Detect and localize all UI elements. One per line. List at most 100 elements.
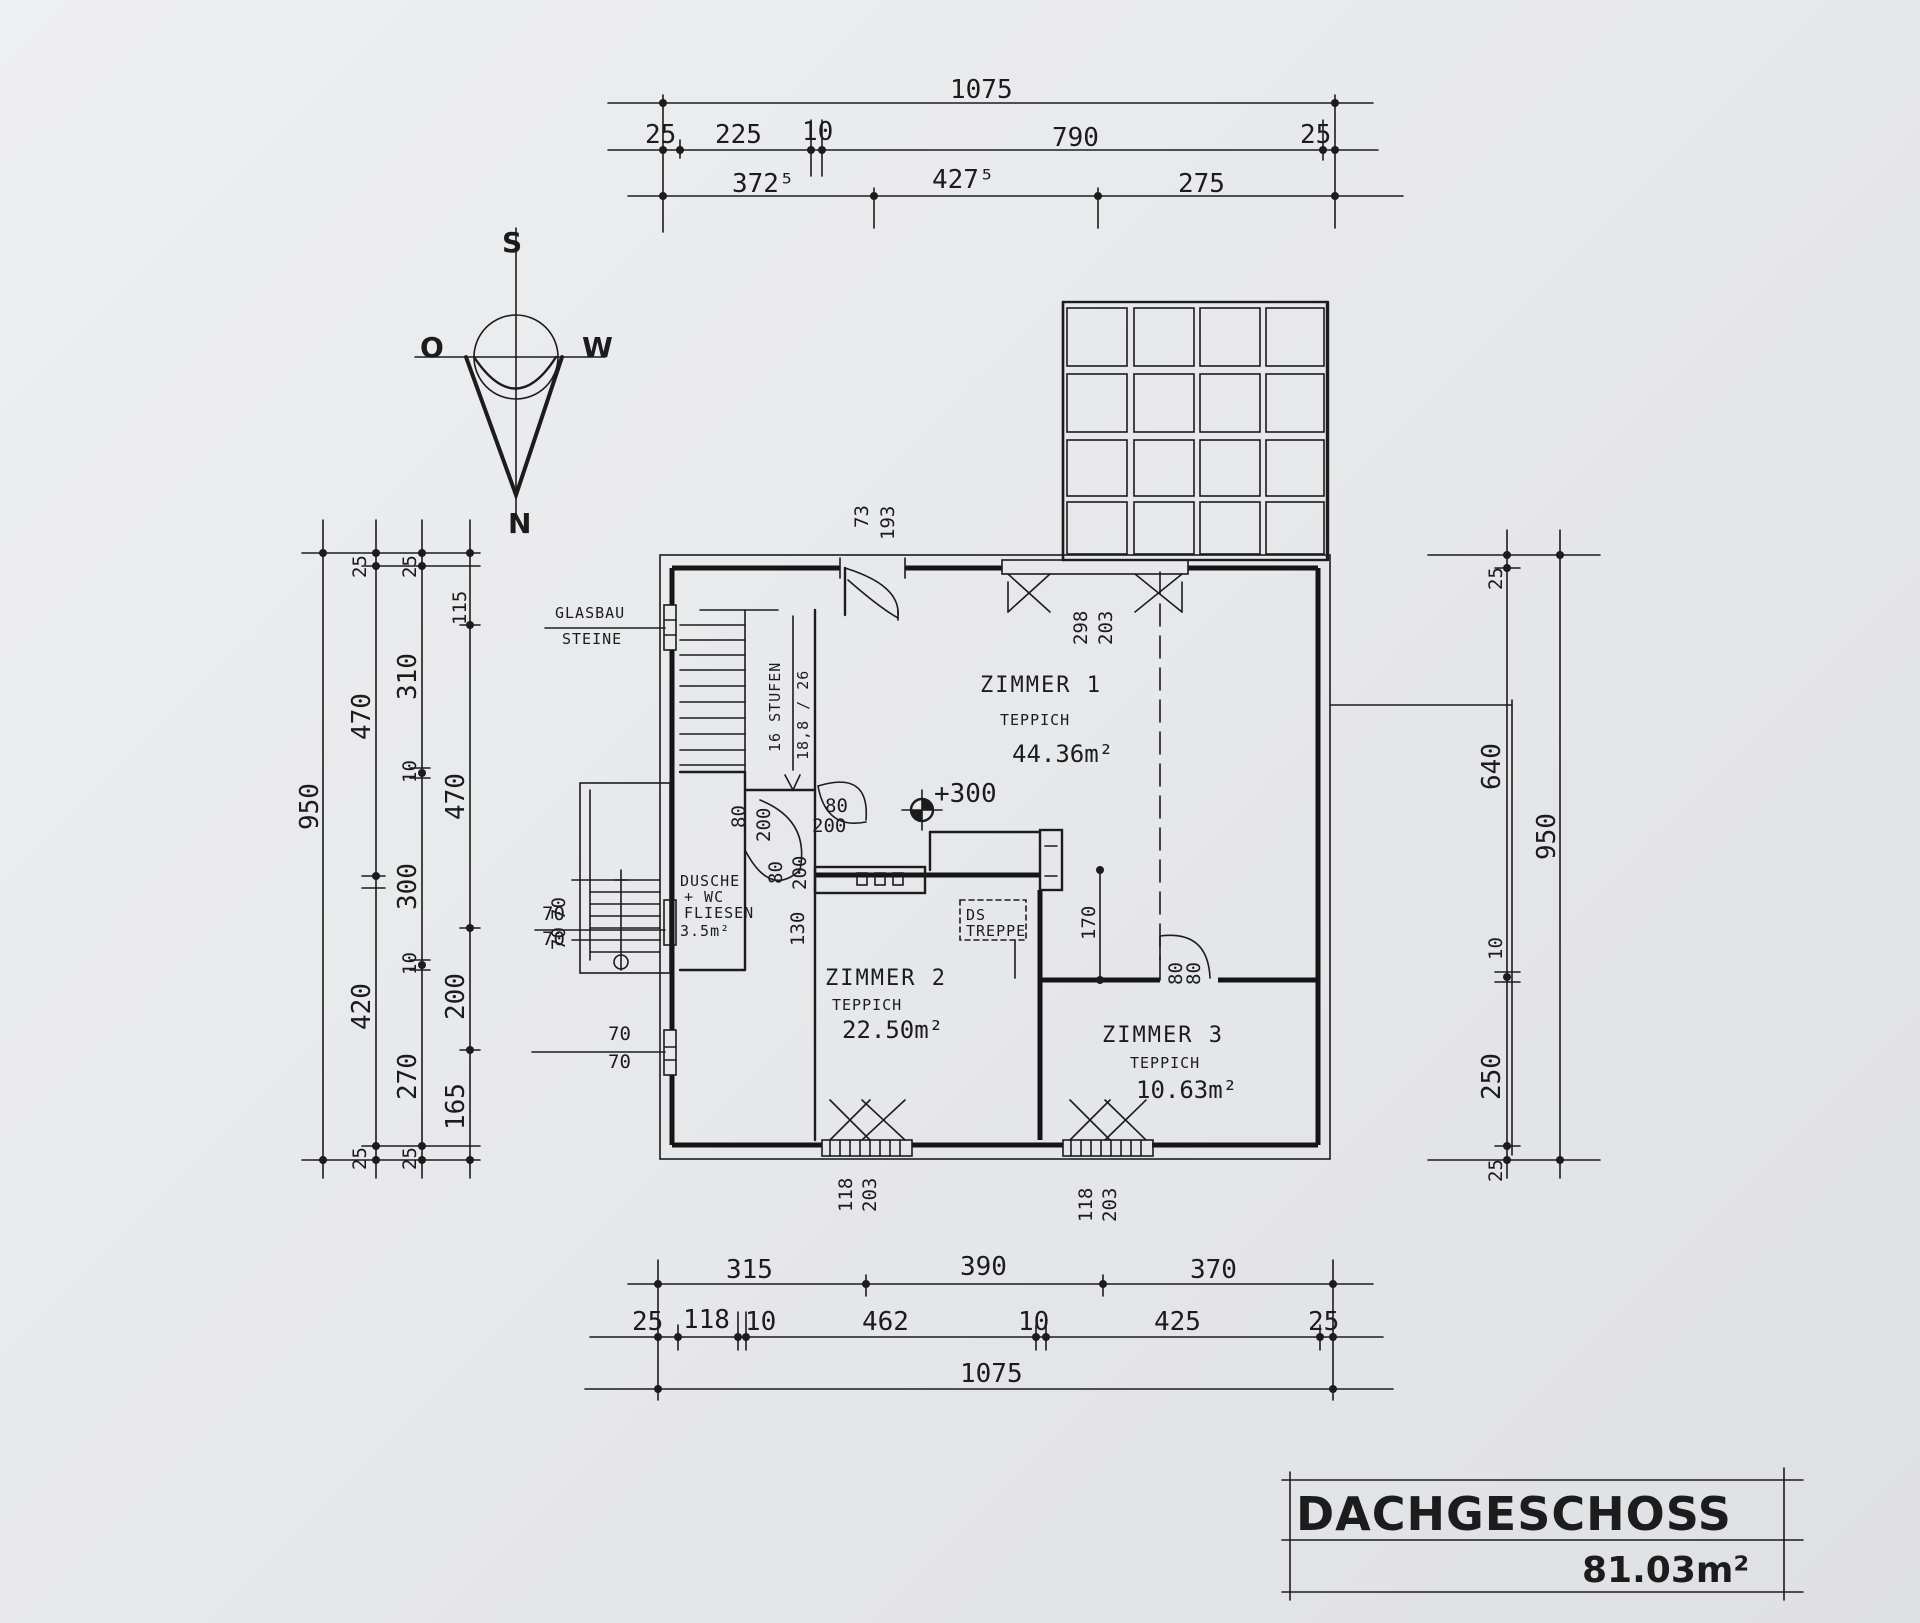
dim-top-f: 372⁵ xyxy=(732,169,795,199)
dim-inner-door1b: 193 xyxy=(877,506,899,540)
dim-inner-dw70d: 70 xyxy=(542,928,565,950)
compass-rose: S O W N xyxy=(414,226,613,540)
dim-bottom-h: 10 xyxy=(1018,1307,1049,1337)
dim-inner-dw70c: 70 xyxy=(542,903,565,925)
dim-bottom-b: 390 xyxy=(960,1252,1007,1282)
dim-left-k: 25 xyxy=(399,1147,421,1170)
inner-dimensions: 298 203 73 193 80 200 80 200 80 200 130 … xyxy=(531,505,1205,1222)
dim-left-q: 70 xyxy=(548,927,570,950)
bottom-dimension-chain: 315 390 370 25 118 10 462 10 425 25 1075 xyxy=(584,1252,1394,1401)
dim-inner-door1a: 73 xyxy=(851,505,873,528)
room-zimmer1-floor: TEPPICH xyxy=(1000,711,1070,729)
dim-inner-bwin2b: 203 xyxy=(1099,1188,1121,1222)
dim-left-i: 270 xyxy=(393,1053,423,1100)
exterior-stair xyxy=(571,782,671,974)
dim-right-b: 640 xyxy=(1477,743,1507,790)
dim-bottom-f: 10 xyxy=(745,1307,776,1337)
dim-inner-bwin1a: 118 xyxy=(835,1178,857,1212)
dim-top-a: 25 xyxy=(645,120,676,150)
top-dimension-chain: 1075 25 225 10 790 25 372⁵ 427⁵ 275 xyxy=(607,75,1404,233)
dim-left-overall: 950 xyxy=(295,783,325,830)
room-zimmer2-area: 22.50m² xyxy=(842,1016,943,1044)
title-floor-name: DACHGESCHOSS xyxy=(1296,1487,1732,1541)
dim-bottom-e: 118 xyxy=(683,1305,730,1335)
title-block: DACHGESCHOSS 81.03m² xyxy=(1281,1467,1804,1601)
duct-boxes xyxy=(813,865,1027,979)
dim-inner-d8b: 80 xyxy=(1183,962,1205,985)
dim-left-h: 10 xyxy=(399,952,421,975)
dim-inner-d80e: 80 xyxy=(765,861,787,884)
dim-left-b: 420 xyxy=(347,983,377,1030)
dim-left-e: 310 xyxy=(393,653,423,700)
compass-east-label: O xyxy=(420,331,444,364)
dim-bottom-g: 462 xyxy=(862,1307,909,1337)
dim-inner-win1b: 203 xyxy=(1095,611,1117,645)
dim-inner-d80c: 80 xyxy=(825,795,848,817)
level-label: +300 xyxy=(934,779,997,809)
dim-inner-dw70b: 70 xyxy=(608,1051,631,1073)
dim-bottom-d: 25 xyxy=(632,1307,663,1337)
dim-left-m: 470 xyxy=(441,773,471,820)
room-zimmer1-area: 44.36m² xyxy=(1012,740,1113,768)
roof-grid-structure xyxy=(1061,300,1330,562)
dim-bottom-i: 425 xyxy=(1154,1307,1201,1337)
dim-inner-d80f: 200 xyxy=(789,856,811,890)
dim-top-h: 275 xyxy=(1178,169,1225,199)
dim-inner-d80d: 200 xyxy=(812,815,846,837)
compass-west-label: W xyxy=(582,331,613,364)
dim-bottom-c: 370 xyxy=(1190,1255,1237,1285)
dim-inner-d80b: 200 xyxy=(753,808,775,842)
dim-left-l: 115 xyxy=(449,591,471,625)
dim-inner-d170: 170 xyxy=(1078,906,1100,940)
dim-left-a: 470 xyxy=(347,693,377,740)
staircase[interactable]: 16 STUFEN 18,8 / 26 xyxy=(679,609,812,792)
stairs-ratio-label: 18,8 / 26 xyxy=(794,670,812,760)
dim-left-c: 25 xyxy=(349,555,371,578)
dim-bottom-j: 25 xyxy=(1308,1307,1339,1337)
room-bath-floor: FLIESEN xyxy=(684,904,754,922)
dim-right-c: 10 xyxy=(1485,937,1507,960)
dim-left-f: 10 xyxy=(399,760,421,783)
dim-top-d: 790 xyxy=(1052,123,1099,153)
room-ds-sub: TREPPE xyxy=(966,922,1026,940)
dim-left-p: 70 xyxy=(548,897,570,920)
right-dimension-chain: 950 25 640 10 250 25 xyxy=(1427,529,1601,1182)
dim-right-a: 25 xyxy=(1485,567,1507,590)
room-zimmer3-floor: TEPPICH xyxy=(1130,1054,1200,1072)
room-bath-name: DUSCHE xyxy=(680,872,740,890)
dim-inner-d80a: 80 xyxy=(728,805,750,828)
dim-top-b: 225 xyxy=(715,120,762,150)
dim-top-e: 25 xyxy=(1300,120,1331,150)
dim-left-j: 25 xyxy=(399,555,421,578)
room-zimmer2-name: ZIMMER 2 xyxy=(825,966,947,991)
dim-top-c: 10 xyxy=(802,117,833,147)
dim-inner-d8a: 80 xyxy=(1165,962,1187,985)
room-zimmer2-floor: TEPPICH xyxy=(832,996,902,1014)
room-zimmer3-name: ZIMMER 3 xyxy=(1102,1023,1224,1048)
dim-right-overall: 950 xyxy=(1532,813,1562,860)
room-zimmer3-area: 10.63m² xyxy=(1136,1076,1237,1104)
glass-block-label-1: GLASBAU xyxy=(555,604,625,622)
room-bath-name2: + WC xyxy=(684,888,724,906)
room-ds-name: DS xyxy=(966,906,986,924)
dim-bottom-a: 315 xyxy=(726,1255,773,1285)
room-zimmer1-name: ZIMMER 1 xyxy=(980,673,1102,698)
room-labels: ZIMMER 1 TEPPICH 44.36m² ZIMMER 2 TEPPIC… xyxy=(544,604,1237,1104)
dim-top-overall: 1075 xyxy=(950,75,1013,105)
dim-left-o: 165 xyxy=(441,1083,471,1130)
level-marker: +300 xyxy=(901,779,997,831)
dim-right-e: 25 xyxy=(1485,1159,1507,1182)
dim-left-g: 300 xyxy=(393,863,423,910)
dim-bottom-overall: 1075 xyxy=(960,1359,1023,1389)
compass-north-label: N xyxy=(508,507,531,540)
title-floor-area: 81.03m² xyxy=(1582,1550,1749,1591)
dim-left-d: 25 xyxy=(349,1147,371,1170)
dim-inner-d130: 130 xyxy=(787,912,809,946)
dim-left-n: 200 xyxy=(441,973,471,1020)
dim-top-g: 427⁵ xyxy=(932,165,995,195)
dim-inner-bwin2a: 118 xyxy=(1075,1188,1097,1222)
glass-block-label-2: STEINE xyxy=(562,630,622,648)
dim-inner-dw70a: 70 xyxy=(608,1023,631,1045)
dim-inner-win1a: 298 xyxy=(1070,611,1092,645)
